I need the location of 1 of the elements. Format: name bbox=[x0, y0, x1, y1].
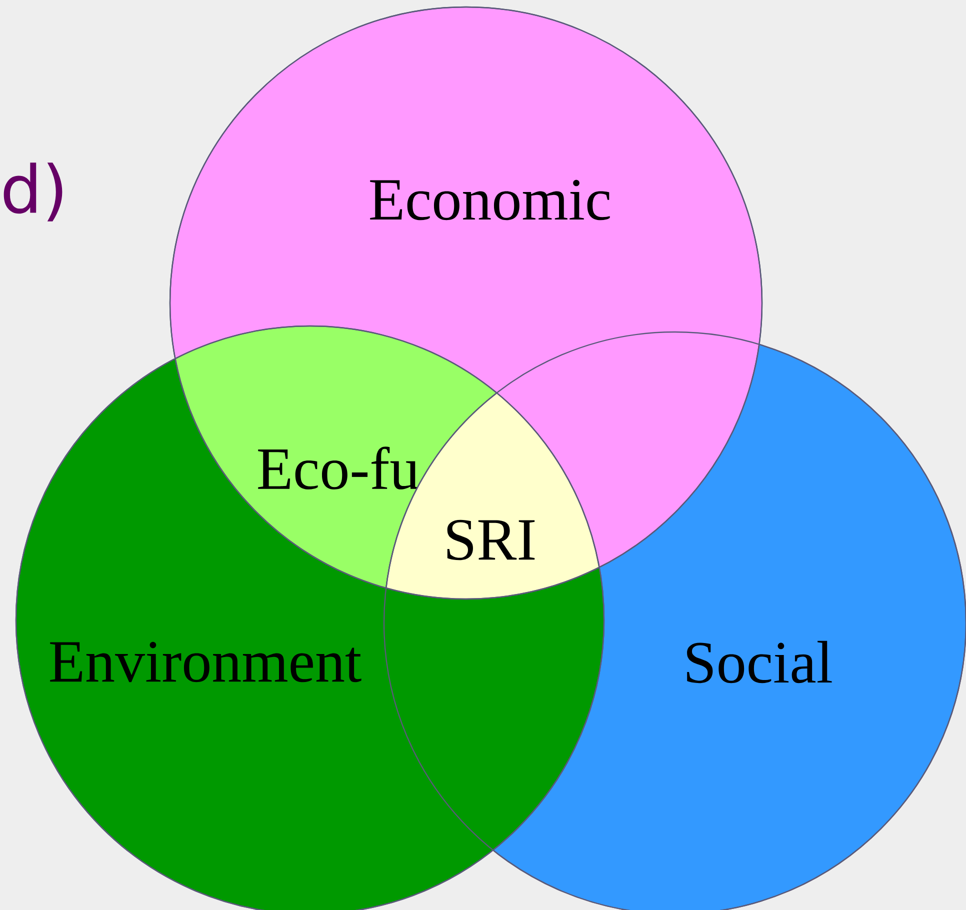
title-fragment: d) bbox=[4, 162, 62, 222]
